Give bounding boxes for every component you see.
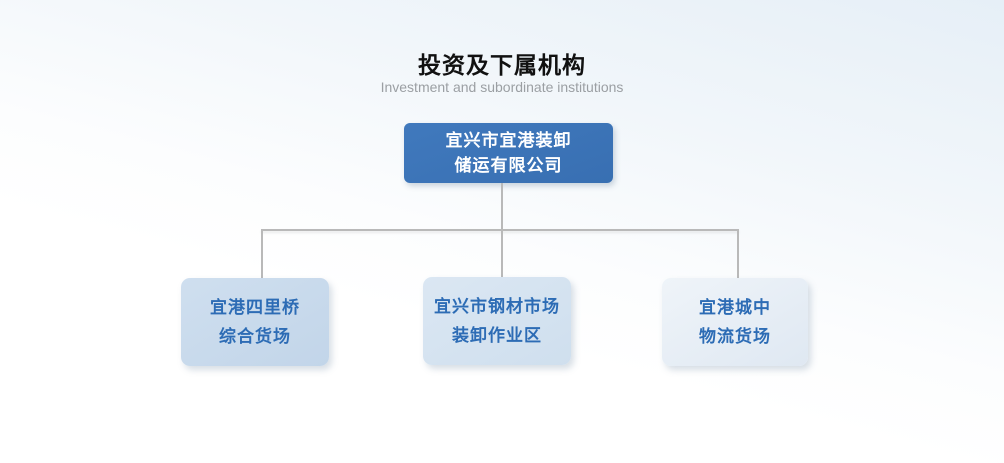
org-root-node: 宜兴市宜港装卸 储运有限公司 [404,123,613,183]
org-child-1-line1: 宜港四里桥 [210,298,300,317]
connector-drop-middle [501,229,503,277]
org-root-name-line1: 宜兴市宜港装卸 [445,131,572,150]
org-child-3-line2: 物流货场 [699,327,771,346]
connector-stem [501,183,503,230]
org-child-2-line2: 装卸作业区 [452,326,542,345]
section-title: 投资及下属机构 [418,52,586,78]
connector-drop-right [737,229,739,278]
section-subtitle: Investment and subordinate institutions [380,79,624,95]
org-child-2-line1: 宜兴市钢材市场 [434,297,560,316]
org-child-node-2: 宜兴市钢材市场 装卸作业区 [423,277,571,365]
org-child-node-3: 宜港城中 物流货场 [662,278,808,366]
connector-drop-left [261,229,263,278]
org-child-1-line2: 综合货场 [219,327,291,346]
org-child-3-line1: 宜港城中 [699,298,771,317]
org-root-name-line2: 储运有限公司 [454,156,563,175]
connector-horizontal [261,229,739,231]
org-child-node-1: 宜港四里桥 综合货场 [181,278,329,366]
